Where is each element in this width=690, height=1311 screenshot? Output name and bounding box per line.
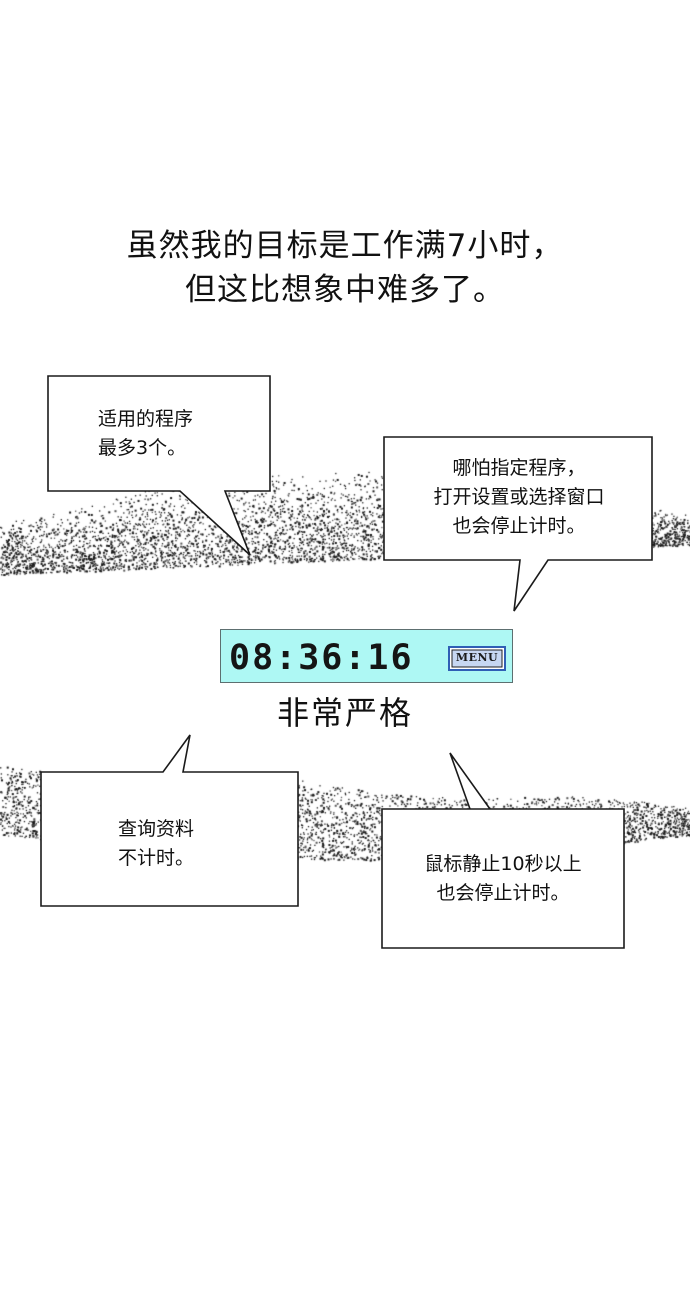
- bubble-bottom-left-text: 查询资料 不计时。: [118, 815, 194, 873]
- strict-label: 非常严格: [276, 694, 413, 732]
- bubble-bottom-right-line-1: 鼠标静止10秒以上: [424, 853, 582, 875]
- timer-menu-button[interactable]: MENU: [448, 646, 506, 671]
- bubble-bottom-left-frame: [40, 734, 299, 907]
- bubble-bottom-left-line-1: 查询资料: [118, 818, 195, 840]
- work-timer-widget: 08:36:16 MENU: [220, 629, 513, 683]
- bubble-top-right-frame: [383, 436, 653, 612]
- bubble-bottom-right-frame: [381, 752, 625, 949]
- bubble-top-right-line-1: 哪怕指定程序，: [452, 457, 586, 479]
- bubble-top-right-line-3: 也会停止计时。: [452, 515, 586, 537]
- bubble-bottom-right-line-2: 也会停止计时。: [436, 882, 570, 904]
- bubble-top-left-text: 适用的程序 最多3个。: [98, 405, 193, 463]
- bubble-bottom-right-text: 鼠标静止10秒以上 也会停止计时。: [392, 850, 614, 908]
- timer-readout: 08:36:16: [229, 638, 414, 678]
- bubble-top-right-text: 哪怕指定程序， 打开设置或选择窗口 也会停止计时。: [404, 454, 634, 541]
- bubble-top-left-frame: [47, 375, 271, 556]
- bubble-top-left-line-1: 适用的程序: [98, 408, 194, 430]
- bubble-bottom-left-line-2: 不计时。: [118, 847, 195, 869]
- bubble-top-right-line-2: 打开设置或选择窗口: [433, 486, 605, 508]
- bubble-top-left-line-2: 最多3个。: [98, 437, 187, 459]
